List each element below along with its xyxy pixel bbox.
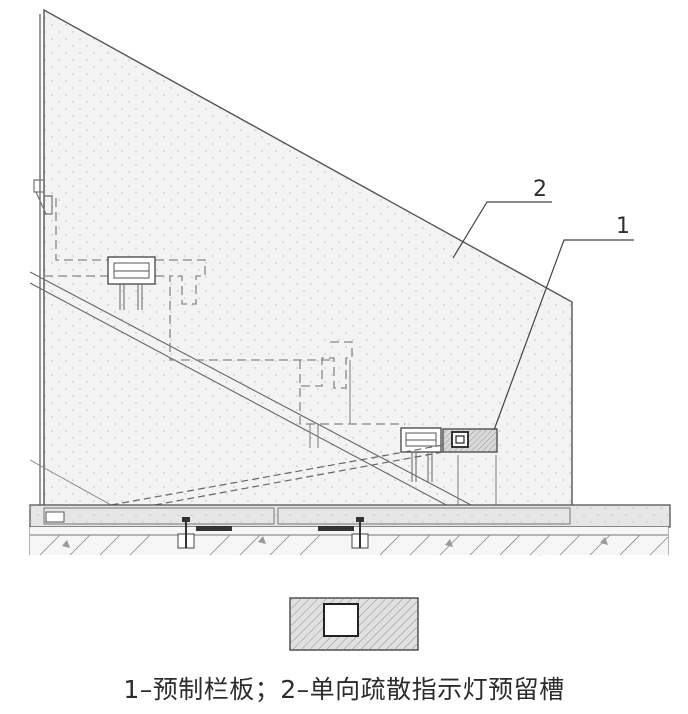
callout-2-label: 2 [533, 177, 547, 202]
light-slot [442, 428, 498, 453]
callout-2-leader: 2 [452, 177, 552, 259]
precast-panel [39, 8, 573, 505]
figure-caption: 1–预制栏板；2–单向疏散指示灯预留槽 [123, 675, 565, 704]
structural-slab [30, 527, 669, 556]
top-bracket [33, 179, 53, 215]
connector-upper [107, 256, 156, 310]
stair-step-solid-lines [309, 360, 497, 505]
connector-lower [400, 427, 442, 482]
embedded-anchors [177, 517, 369, 549]
callout-1-leader: 1 [493, 214, 634, 431]
slot-detail [289, 597, 419, 651]
callout-1-label: 1 [616, 214, 630, 239]
